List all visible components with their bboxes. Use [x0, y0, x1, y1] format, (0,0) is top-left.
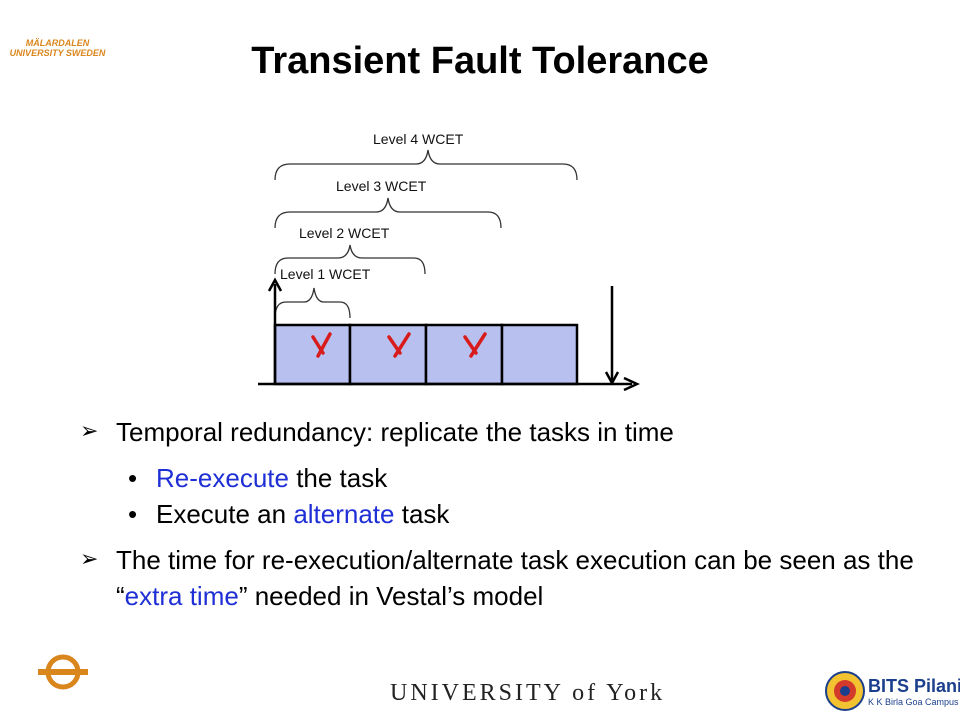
- malardalen-university-name: MÄLARDALEN UNIVERSITY SWEDEN: [9, 38, 106, 58]
- bits-pilani-name: BITS Pilani: [868, 676, 960, 696]
- release-arrowhead: [267, 277, 283, 292]
- highlight-text: Re-execute: [156, 463, 289, 493]
- subbullet-text: the task: [288, 463, 388, 493]
- university-of-york-logo: UNIVERSITY of York: [390, 680, 666, 706]
- bits-pilani-campus: K K Birla Goa Campus: [868, 697, 959, 707]
- execution-block-4: [500, 323, 579, 386]
- bullet-list: ➢ Temporal redundancy: replicate the tas…: [80, 414, 940, 614]
- malardalen-university-logo: [38, 654, 88, 690]
- highlight-text: extra time: [124, 581, 239, 611]
- level-4-brace: [274, 149, 578, 181]
- level-1-brace: [274, 287, 351, 319]
- dot-bullet-icon: •: [128, 499, 138, 529]
- bullet-text: The time for re-execution/alternate task…: [116, 545, 914, 611]
- arrow-bullet-icon: ➢: [80, 547, 99, 572]
- bullet-text: Temporal redundancy: replicate the tasks…: [116, 417, 674, 447]
- deadline-arrowhead: [604, 371, 620, 386]
- subbullet-reexecute: • Re-execute the task: [80, 460, 940, 496]
- fault-mark-1: [311, 332, 332, 358]
- fault-mark-3: [463, 332, 487, 358]
- execution-block-3: [424, 323, 504, 386]
- level-2-wcet-label: Level 2 WCET: [299, 225, 390, 241]
- level-3-brace: [274, 197, 502, 229]
- highlight-text: alternate: [293, 499, 395, 529]
- wcet-diagram: [258, 149, 640, 392]
- bullet-temporal-redundancy: ➢ Temporal redundancy: replicate the tas…: [80, 414, 940, 450]
- subbullet-text: task: [394, 499, 450, 529]
- dot-bullet-icon: •: [128, 463, 138, 493]
- bullet-text: ” needed in Vestal’s model: [238, 581, 544, 611]
- arrow-bullet-icon: ➢: [80, 419, 99, 444]
- level-4-wcet-label: Level 4 WCET: [373, 131, 464, 147]
- execution-block-2: [348, 323, 428, 386]
- level-3-wcet-label: Level 3 WCET: [336, 178, 427, 194]
- slide-title: Transient Fault Tolerance: [251, 40, 709, 82]
- bits-pilani-emblem: [825, 671, 865, 711]
- level-1-wcet-label: Level 1 WCET: [280, 266, 371, 282]
- time-axis-arrowhead: [623, 376, 640, 392]
- subbullet-text: Execute an: [156, 499, 294, 529]
- fault-mark-2: [387, 332, 411, 358]
- level-2-brace: [274, 244, 426, 275]
- subbullet-alternate: • Execute an alternate task: [80, 496, 940, 532]
- bullet-extra-time: ➢ The time for re-execution/alternate ta…: [80, 542, 940, 614]
- execution-block-1: [273, 323, 352, 386]
